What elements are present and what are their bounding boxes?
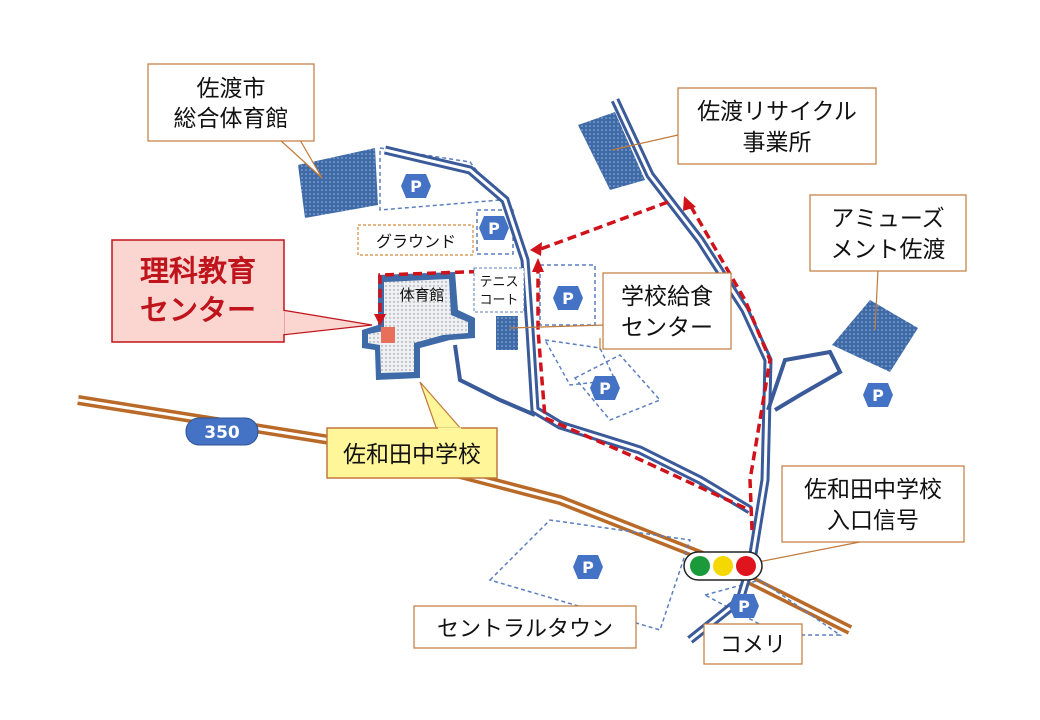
amusement-building xyxy=(832,300,918,372)
gymnasium-label-group: 体育館 xyxy=(399,286,444,304)
parking-lot-gym xyxy=(379,147,502,211)
tennis-label-group: テニス コート xyxy=(473,267,525,313)
local-roads xyxy=(383,98,843,644)
gymnasium-label: 体育館 xyxy=(399,286,444,304)
callout-lunch-center: 学校給食 センター xyxy=(602,272,732,350)
svg-text:P: P xyxy=(599,379,611,398)
parking-icon: P xyxy=(573,555,603,579)
sawada-junior-high-school xyxy=(362,272,475,380)
parking-lot-lunch xyxy=(543,339,617,386)
amusement-label-2: メント佐渡 xyxy=(831,237,946,263)
parking-icon: P xyxy=(729,594,759,618)
svg-text:P: P xyxy=(562,289,574,308)
parking-icon: P xyxy=(479,216,509,240)
callout-science-center: 理科教育 センター xyxy=(111,239,373,343)
signal-yellow-light xyxy=(713,556,733,576)
parking-icon: P xyxy=(401,174,431,198)
tennis-label-2: コート xyxy=(479,293,518,308)
parking-icon: P xyxy=(863,383,893,407)
science-center-label-1: 理科教育 xyxy=(140,254,256,288)
route-number-label: 350 xyxy=(204,423,240,443)
city-gym-label-1: 佐渡市 xyxy=(197,76,266,102)
science-center-marker xyxy=(381,327,395,343)
svg-text:P: P xyxy=(738,597,750,616)
central-town-label: セントラルタウン xyxy=(437,617,613,642)
tennis-label-1: テニス xyxy=(479,275,518,290)
access-route xyxy=(378,200,772,531)
signal-red-light xyxy=(736,556,756,576)
route-arrowheads xyxy=(374,196,696,326)
tennis-court-building xyxy=(496,316,518,350)
route-shield-icon: 350 xyxy=(185,417,259,446)
callout-amusement: アミューズ メント佐渡 xyxy=(809,194,967,272)
callout-recycle: 佐渡リサイクル 事業所 xyxy=(677,87,877,165)
ground-label-group: グラウンド xyxy=(376,232,456,251)
lunch-center-label-2: センター xyxy=(621,315,713,341)
signal-label-2: 入口信号 xyxy=(827,508,919,534)
callout-signal: 佐和田中学校 入口信号 xyxy=(781,465,965,543)
lunch-center-label-1: 学校給食 xyxy=(621,284,713,310)
recycle-building xyxy=(578,112,645,190)
signal-label-1: 佐和田中学校 xyxy=(804,477,942,503)
parking-lot-south xyxy=(573,354,662,421)
city-gym-building xyxy=(298,148,378,218)
svg-text:P: P xyxy=(582,558,594,577)
recycle-label-1: 佐渡リサイクル xyxy=(697,99,857,125)
school-label: 佐和田中学校 xyxy=(343,442,481,468)
parking-icon: P xyxy=(590,376,620,400)
parking-icons: P P P P P P P xyxy=(401,174,893,618)
parking-icon: P xyxy=(553,286,583,310)
svg-text:P: P xyxy=(488,219,500,238)
city-gym-label-2: 総合体育館 xyxy=(174,106,289,132)
ground-label: グラウンド xyxy=(376,232,456,251)
komeri-label: コメリ xyxy=(720,633,786,658)
ground-outline xyxy=(357,224,474,256)
svg-text:P: P xyxy=(872,386,884,405)
callout-central-town: セントラルタウン xyxy=(413,605,637,649)
science-center-label-2: センター xyxy=(140,293,256,327)
traffic-signal-icon xyxy=(683,551,763,581)
signal-green-light xyxy=(690,556,710,576)
amusement-label-1: アミューズ xyxy=(831,206,944,232)
callout-school: 佐和田中学校 xyxy=(326,381,498,479)
buildings xyxy=(298,112,918,372)
parking-lot-tennis xyxy=(539,264,596,326)
recycle-label-2: 事業所 xyxy=(743,130,812,156)
callout-komeri: コメリ xyxy=(703,623,803,665)
svg-text:P: P xyxy=(410,177,422,196)
callout-city-gym: 佐渡市 総合体育館 xyxy=(147,63,315,142)
